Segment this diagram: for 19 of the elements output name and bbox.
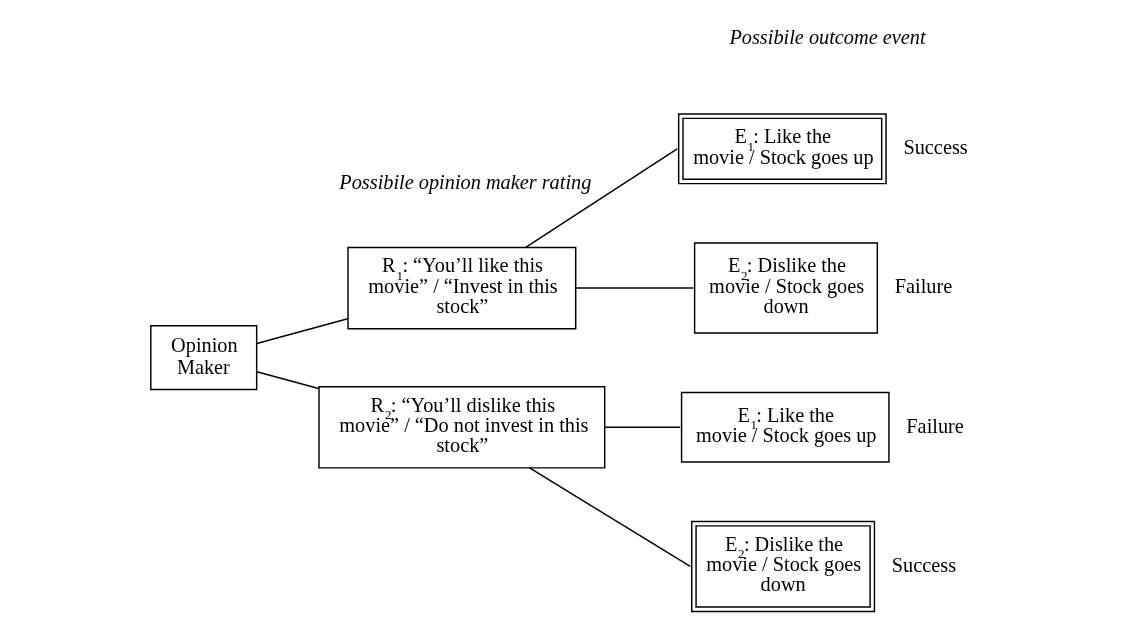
node-box: R$_{1}$: “You’ll like this movie” / “Invest in this stock”: [346, 246, 576, 330]
label: Possibile outcome event: [728, 25, 926, 48]
label: Possibile opinion maker rating: [338, 171, 591, 193]
node-box: E$_{2}$: Dislike the movie / Stock goes down: [690, 520, 875, 613]
connector: [575, 287, 694, 289]
node-label: Failure: [905, 414, 964, 437]
connector: [524, 148, 678, 249]
node-label: Success: [891, 553, 956, 576]
node-box: R$_{2}$: “You’ll dislike this movie” / “Do not invest in this stock”: [317, 385, 605, 469]
node-box: E$_{2}$: Dislike the movie / Stock goes down: [693, 242, 878, 334]
node-label: Failure: [894, 275, 952, 298]
connector: [603, 426, 681, 428]
node-box: Opinion Maker: [149, 325, 257, 391]
node-label: Success: [902, 136, 968, 159]
node-box: E$_{1}$: Like the movie / Stock goes up: [680, 391, 890, 463]
node-box: E$_{1}$: Like the movie / Stock goes up: [677, 113, 887, 185]
connector: [255, 371, 319, 390]
connector: [528, 467, 691, 568]
connector: [255, 318, 348, 345]
